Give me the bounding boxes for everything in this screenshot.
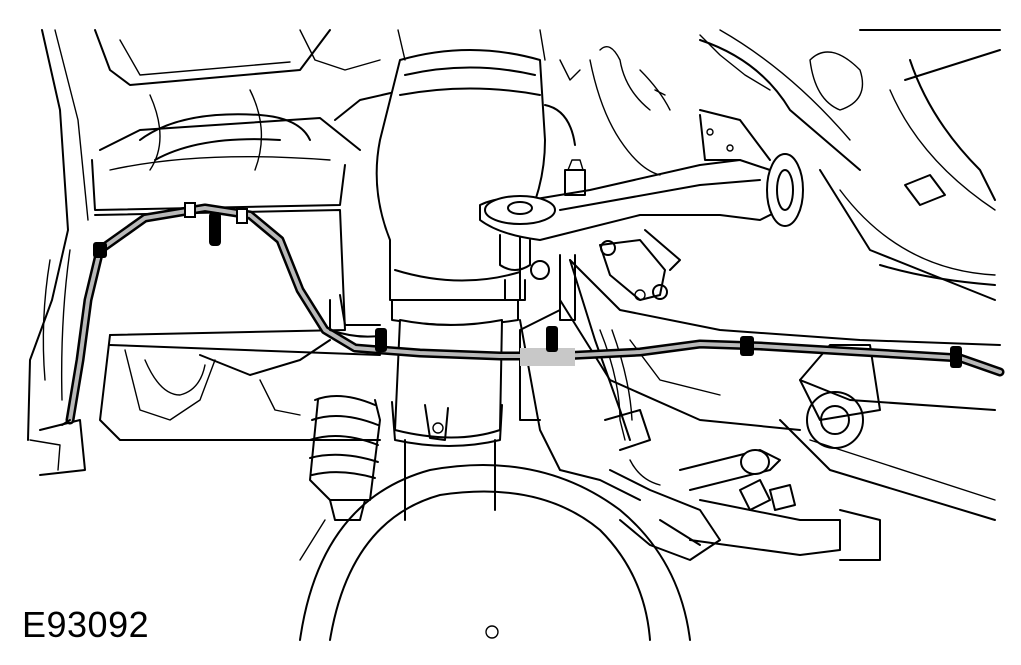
harness-clip-9 — [950, 346, 962, 368]
harness-clip-6 — [520, 348, 575, 366]
vehicle-body-structure — [27, 29, 1001, 521]
harness-clip-7 — [546, 326, 558, 352]
air-spring-strut — [375, 29, 576, 521]
harness-clip-1 — [93, 242, 107, 258]
upper-control-arm — [479, 109, 804, 301]
figure-id-label: E93092 — [22, 604, 150, 645]
harness-clip-3 — [236, 208, 248, 224]
harness-clip-4 — [209, 212, 221, 246]
harness-clip-5 — [375, 328, 387, 352]
strut-lower-bracket — [329, 294, 386, 338]
background-cables — [42, 34, 864, 441]
harness-clips — [93, 202, 962, 368]
height-sensor-link — [519, 229, 681, 421]
steering-track-rod — [629, 449, 881, 561]
harness-clip-8 — [740, 336, 754, 356]
hub-and-brake-disc — [299, 259, 721, 641]
harness-clip-2 — [184, 202, 196, 218]
drive-shaft-boot — [299, 395, 381, 561]
